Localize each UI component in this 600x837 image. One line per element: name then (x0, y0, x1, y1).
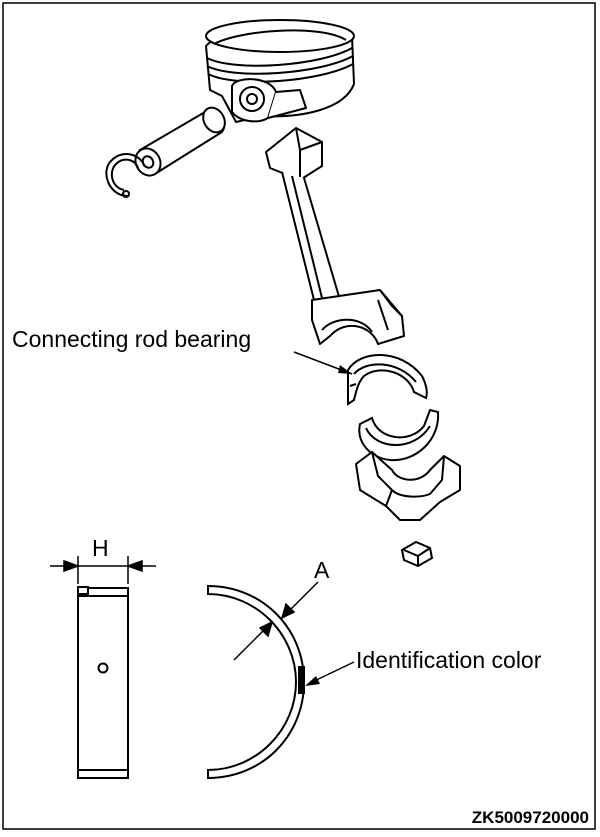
dimension-h (50, 556, 156, 584)
identification-color-mark (298, 666, 305, 694)
dimension-a (233, 581, 319, 661)
figure-frame (2, 2, 596, 830)
piston (205, 19, 355, 123)
upper-bearing-shell (347, 354, 428, 406)
connecting-rod-cap (355, 451, 461, 521)
label-h: H (92, 535, 109, 561)
rod-nut (400, 540, 434, 568)
piston-pin (134, 106, 226, 177)
bearing-leader-arrow (338, 365, 352, 374)
bearing-side-view (77, 586, 129, 779)
label-connecting-rod-bearing: Connecting rod bearing (12, 326, 251, 352)
label-identification-color: Identification color (356, 647, 542, 673)
label-a: A (314, 557, 330, 583)
snap-ring (105, 152, 145, 198)
bearing-half-shell-section (207, 584, 306, 780)
identification-leader-arrow (305, 676, 320, 686)
figure-id: ZK5009720000 (472, 808, 589, 827)
connecting-rod (265, 127, 405, 345)
